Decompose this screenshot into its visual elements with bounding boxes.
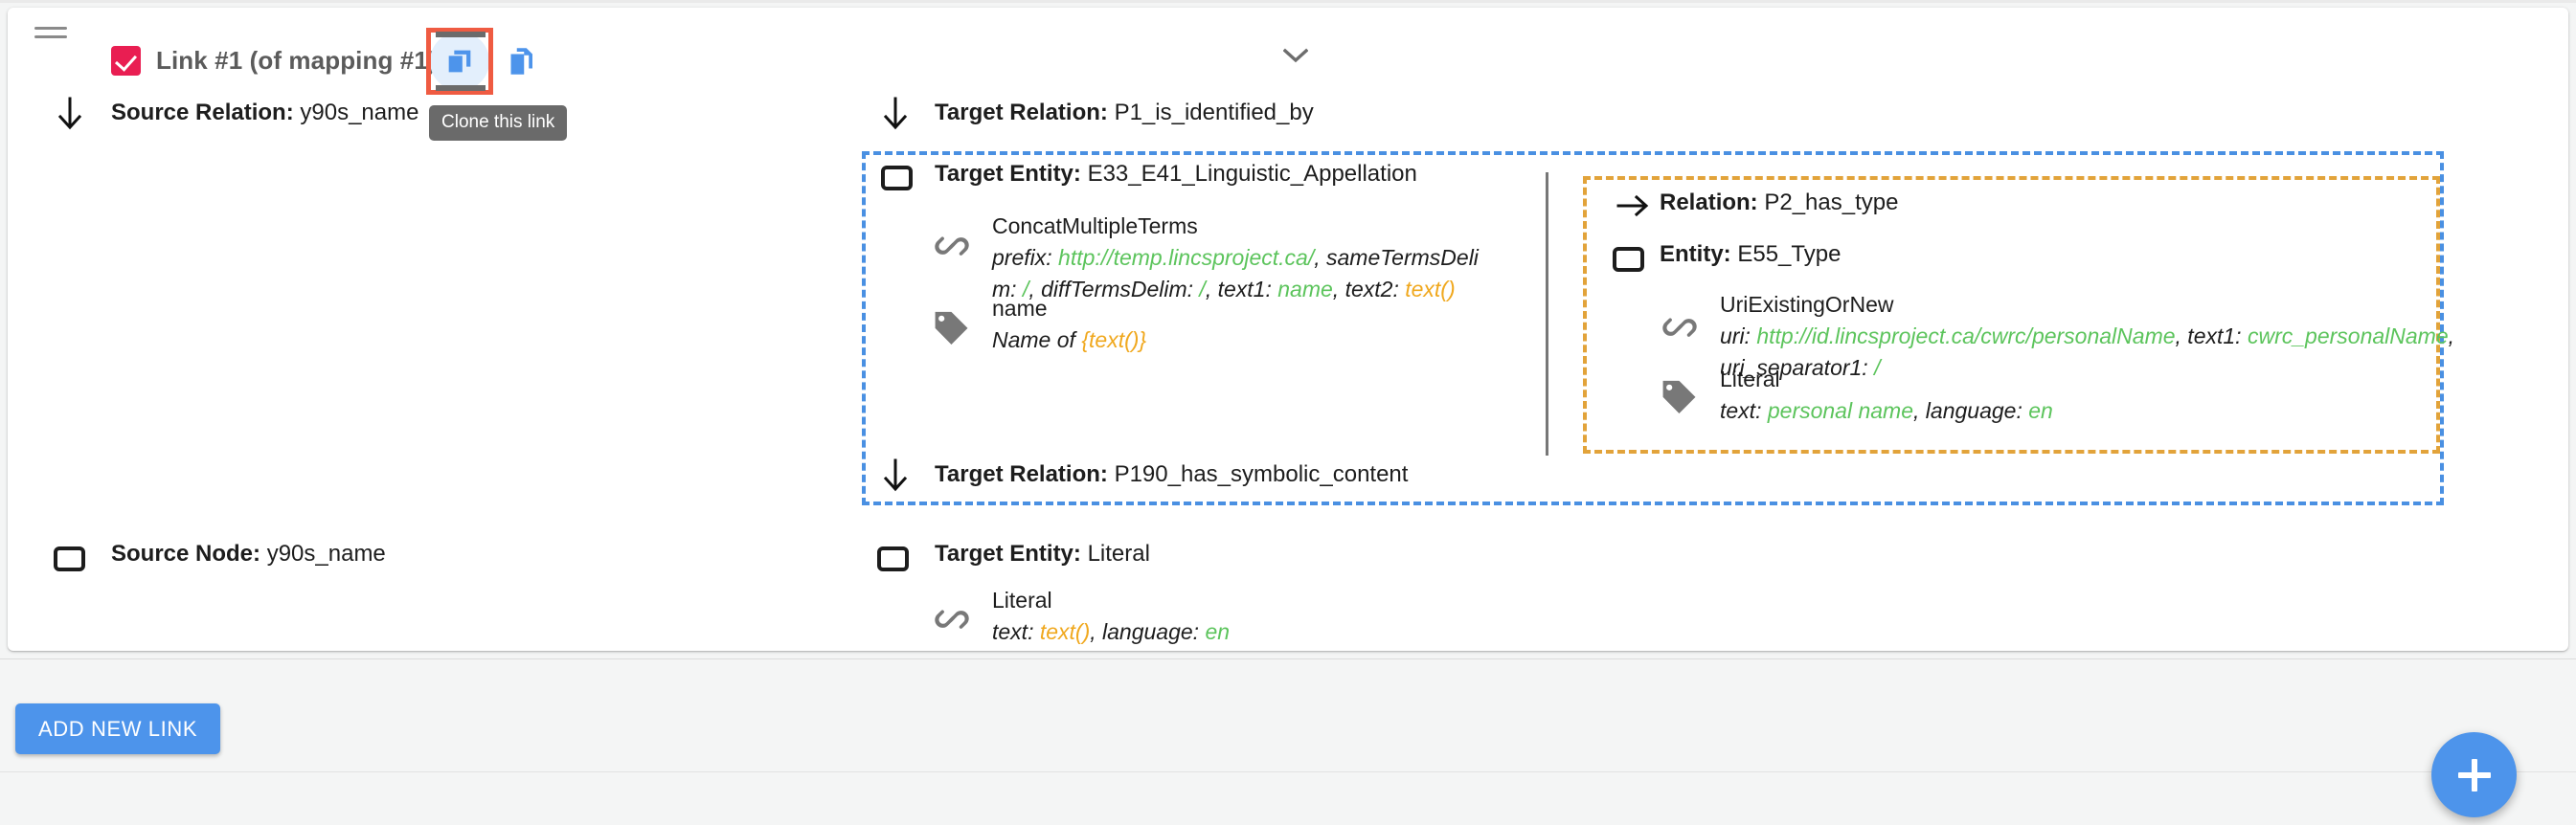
target-relation-1-label: Target Relation:	[935, 100, 1108, 125]
link-icon	[1657, 304, 1703, 350]
uri-text1-key: , text1:	[1205, 277, 1278, 301]
uri-text1-value: name	[1277, 277, 1333, 301]
panel-divider	[1546, 172, 1548, 456]
literal-lang-value: en	[1205, 619, 1231, 644]
uri-sameterms-value: /	[1022, 277, 1029, 301]
nested-uri-comma: ,	[2448, 323, 2454, 348]
tag-icon	[1657, 373, 1703, 419]
target-relation-1-row: Target Relation: P1_is_identified_by	[935, 100, 1314, 126]
clone-icon	[448, 50, 471, 73]
link-icon	[929, 223, 975, 269]
arrow-down-icon	[877, 457, 914, 496]
source-node-row: Source Node: y90s_name	[111, 541, 386, 568]
arrow-down-icon	[52, 96, 88, 134]
bottom-strip	[0, 771, 2576, 825]
nested-entity-row: Entity: E55_Type	[1660, 241, 1841, 268]
link-enabled-checkbox[interactable]	[111, 46, 141, 76]
add-floating-action-button[interactable]	[2431, 732, 2517, 817]
nested-entity-label: Entity:	[1660, 241, 1731, 267]
link-card: Link #1 (of mapping #1) Clone th	[8, 8, 2568, 651]
source-node-value: y90s_name	[266, 541, 386, 567]
clone-tooltip: Clone this link	[429, 105, 568, 141]
chevron-down-icon	[1283, 48, 1308, 63]
literal-text-value: text()	[1039, 619, 1091, 644]
uri-diffterms-key: , diffTermsDelim:	[1028, 277, 1200, 301]
arrow-down-icon	[877, 96, 914, 134]
target-entity-group-box	[862, 151, 2444, 505]
target-entity-2-literal-block: Literal text: text(), language: en	[992, 585, 1528, 648]
nested-label-text-key: text:	[1720, 398, 1768, 423]
link-icon	[929, 596, 975, 642]
source-relation-row: Source Relation: y90s_name	[111, 100, 418, 126]
target-entity-1-label: Target Entity:	[935, 161, 1081, 187]
nested-label-title: Literal	[1720, 367, 1780, 391]
nested-relation-value: P2_has_type	[1764, 190, 1899, 215]
nested-entity-uri-block: UriExistingOrNew uri: http://id.lincspro…	[1720, 289, 2454, 384]
uri-prefix-key: prefix:	[992, 245, 1059, 270]
nested-text1-value: cwrc_personalName	[2247, 323, 2449, 348]
target-entity-2-label: Target Entity:	[935, 541, 1081, 567]
target-relation-2-value: P190_has_symbolic_content	[1114, 461, 1409, 487]
arrow-right-icon	[1615, 190, 1651, 222]
nested-relation-label: Relation:	[1660, 190, 1758, 215]
target-entity-1-label-block: name Name of {text()}	[992, 293, 1528, 356]
nested-uri-title: UriExistingOrNew	[1720, 292, 1894, 317]
nested-label-lang-key: , language:	[1913, 398, 2029, 423]
source-node-checkbox[interactable]	[54, 546, 85, 571]
uri-block-title: ConcatMultipleTerms	[992, 213, 1198, 238]
nested-separator-key: uri_separator1:	[1720, 355, 1875, 380]
literal-block-title: Literal	[992, 588, 1052, 613]
nested-entity-checkbox[interactable]	[1613, 247, 1644, 272]
label-text-prefix: Name of	[992, 327, 1082, 352]
drag-handle-icon[interactable]	[34, 27, 67, 44]
source-relation-value: y90s_name	[300, 100, 419, 125]
duplicate-icon	[510, 48, 532, 75]
target-relation-1-value: P1_is_identified_by	[1114, 100, 1314, 125]
literal-text-key: text:	[992, 619, 1040, 644]
literal-lang-key: , language:	[1090, 619, 1206, 644]
collapse-link-button[interactable]	[1277, 36, 1315, 75]
nested-label-text-value: personal name	[1767, 398, 1914, 423]
tag-icon	[929, 304, 975, 350]
link-card-header: Link #1 (of mapping #1) Clone th	[8, 8, 2568, 141]
uri-sameterms-cont: m:	[992, 277, 1023, 301]
source-relation-label: Source Relation:	[111, 100, 294, 125]
nested-text1-key: , text1:	[2175, 323, 2248, 348]
target-entity-1-checkbox[interactable]	[881, 166, 913, 190]
nested-label-lang-value: en	[2028, 398, 2053, 423]
top-divider	[0, 0, 2576, 3]
target-relation-2-label: Target Relation:	[935, 461, 1108, 487]
link-title: Link #1 (of mapping #1)	[156, 46, 437, 75]
target-entity-2-checkbox[interactable]	[877, 546, 909, 571]
nested-entity-group-box	[1583, 176, 2440, 454]
add-new-link-button[interactable]: ADD NEW LINK	[15, 703, 221, 754]
label-text-value: {text()}	[1081, 327, 1147, 352]
nested-entity-label-block: Literal text: personal name, language: e…	[1720, 364, 2429, 427]
target-entity-1-row: Target Entity: E33_E41_Linguistic_Appell…	[935, 161, 1417, 188]
uri-prefix-value: http://temp.lincsproject.ca/	[1058, 245, 1315, 270]
nested-entity-value: E55_Type	[1737, 241, 1842, 267]
uri-sameterms-key: , sameTermsDeli	[1314, 245, 1479, 270]
duplicate-link-button[interactable]	[498, 36, 548, 86]
target-entity-1-uri-block: ConcatMultipleTerms prefix: http://temp.…	[992, 211, 1528, 305]
nested-separator-value: /	[1874, 355, 1881, 380]
target-relation-2-row: Target Relation: P190_has_symbolic_conte…	[935, 461, 1408, 488]
nested-uri-key: uri:	[1720, 323, 1757, 348]
nested-relation-row: Relation: P2_has_type	[1660, 190, 1898, 216]
nested-uri-value: http://id.lincsproject.ca/cwrc/personalN…	[1756, 323, 2176, 348]
target-entity-1-value: E33_E41_Linguistic_Appellation	[1087, 161, 1417, 187]
clone-link-button[interactable]	[430, 32, 489, 91]
uri-text2-value: text()	[1405, 277, 1456, 301]
footer-bar	[0, 658, 2576, 771]
uri-diffterms-value: /	[1199, 277, 1206, 301]
target-entity-2-row: Target Entity: Literal	[935, 541, 1150, 568]
source-node-label: Source Node:	[111, 541, 261, 567]
label-block-title: name	[992, 296, 1048, 321]
uri-text2-key: , text2:	[1332, 277, 1406, 301]
target-entity-2-value: Literal	[1087, 541, 1150, 567]
